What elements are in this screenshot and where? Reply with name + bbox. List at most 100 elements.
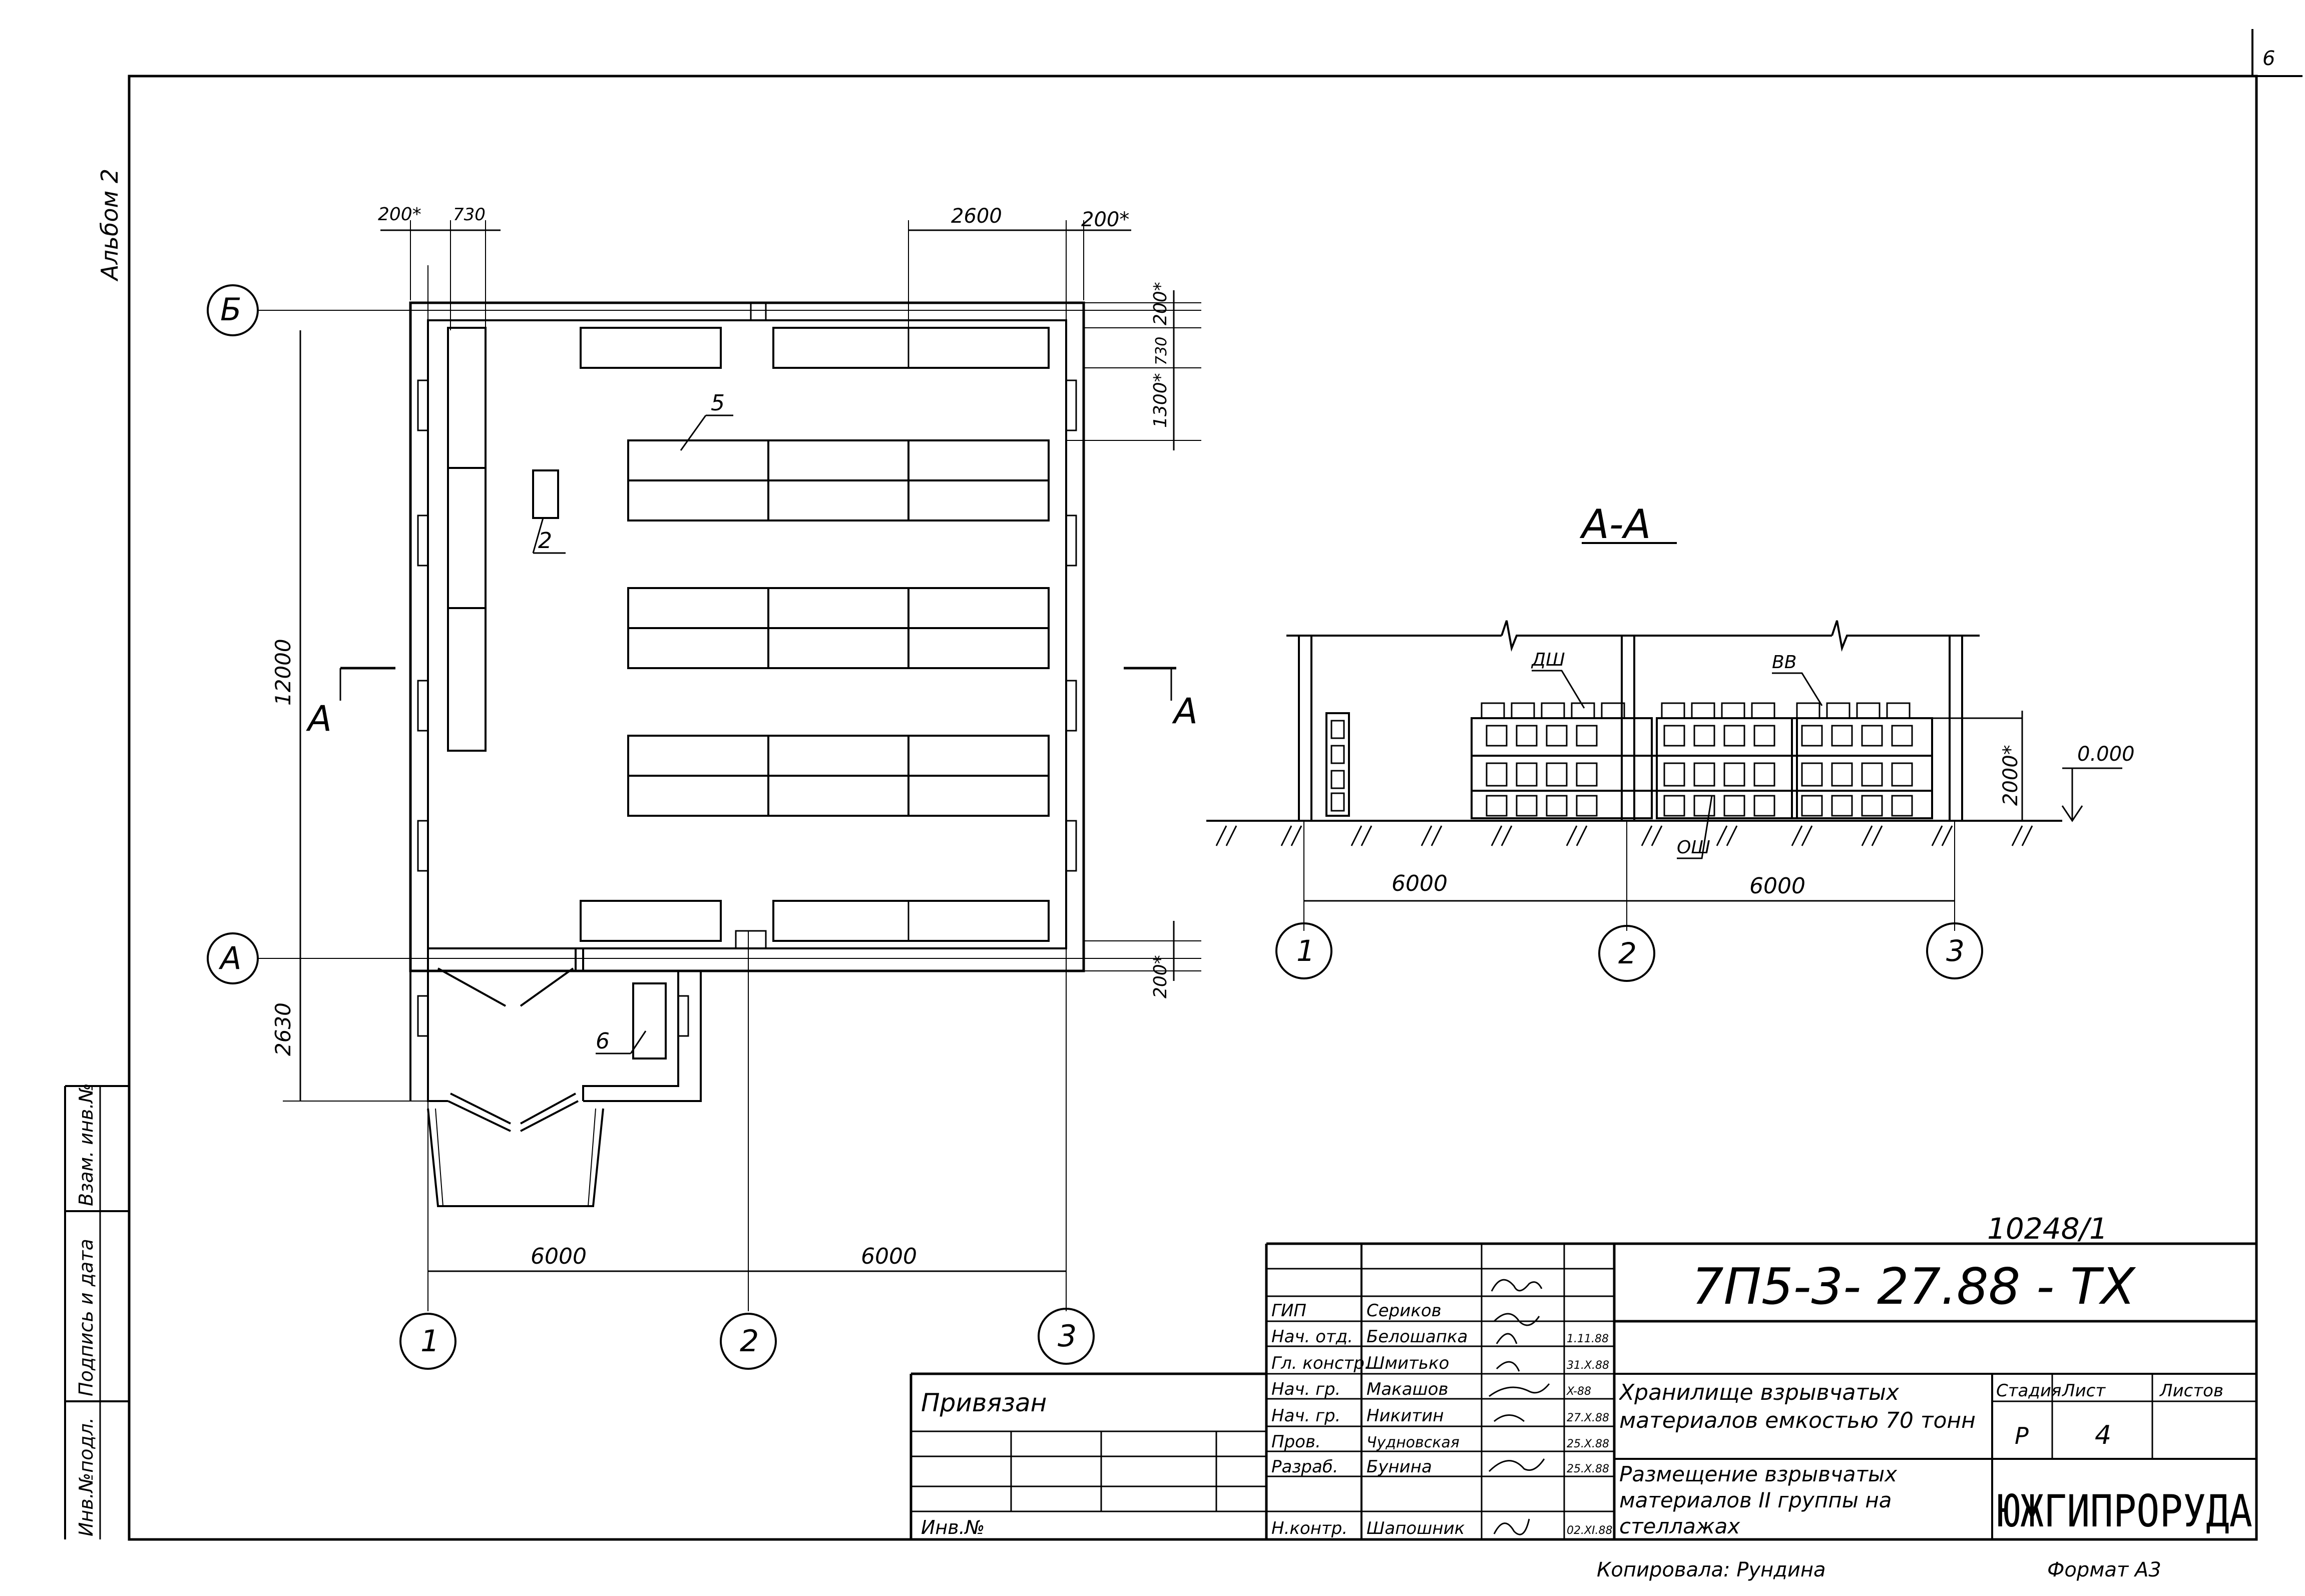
project-title: Хранилище взрывчатых материалов емкостью…	[1619, 1380, 1976, 1433]
sheets-header: Листов	[2159, 1381, 2223, 1401]
margin-label-inv: Инв.№подл.	[75, 1417, 97, 1536]
sheet-title-box: Размещение взрывчатых материалов II груп…	[1619, 1462, 1897, 1536]
plan-windows	[417, 379, 1077, 1037]
item-6	[632, 982, 667, 1059]
project-title-box: Хранилище взрывчатых материалов емкостью…	[1619, 1380, 1976, 1433]
sig-date: 27.X.88	[1567, 1412, 1609, 1424]
plan-axis-bubbles	[207, 284, 1095, 1370]
plan-axis-col-2: 2	[740, 1324, 759, 1359]
vestibule	[409, 948, 702, 1207]
sheet-header: Лист	[2061, 1381, 2106, 1401]
section-racks	[1471, 717, 1933, 819]
sig-date: 1.11.88	[1567, 1333, 1609, 1345]
section-label-vv: ВВ	[1772, 652, 1796, 673]
sig-name: Чудновская	[1366, 1434, 1460, 1451]
signature-table: ГИП Сериков Нач. отд. Белошапка 1.11.88 …	[1271, 1301, 1613, 1538]
dim-right-2: 730	[1153, 337, 1170, 365]
section-axis-bubbles	[1275, 922, 1983, 982]
section-title: А-А	[1579, 501, 1651, 548]
sig-name: Никитин	[1366, 1406, 1444, 1426]
section-mark-right: А	[1172, 691, 1198, 732]
title-block-lines	[909, 1242, 2256, 1539]
sig-name: Белошапка	[1366, 1327, 1468, 1347]
callout-2: 2	[538, 528, 552, 554]
sig-name: Шапошник	[1366, 1518, 1465, 1538]
callout-5: 5	[711, 390, 725, 416]
section-label-dsh: ДШ	[1531, 650, 1565, 670]
sig-role: Пров.	[1271, 1432, 1321, 1452]
floor-plan	[207, 220, 1201, 1370]
plan-axis-col-1: 1	[420, 1324, 439, 1359]
dim-bottom-1: 6000	[531, 1244, 587, 1269]
dim-top-right-1: 2600	[951, 205, 1002, 228]
section-dim-1: 6000	[1392, 871, 1448, 896]
section-axis-1: 1	[1296, 934, 1315, 968]
section-aa	[1206, 542, 2122, 982]
sig-name: Сериков	[1366, 1301, 1442, 1321]
sig-role: Нач. гр.	[1271, 1406, 1340, 1426]
sig-date: 31.X.88	[1567, 1359, 1609, 1372]
section-height-dim: 2000*	[1999, 745, 2022, 806]
plan-inner-wall	[427, 319, 1067, 949]
stage-header: Стадия	[1996, 1381, 2061, 1401]
sheet-frame	[64, 29, 2302, 1541]
organization-name: ЮЖГИПРОРУДА	[1997, 1485, 2252, 1537]
sig-role: Н.контр.	[1271, 1518, 1347, 1538]
sheet-title: Размещение взрывчатых материалов II груп…	[1619, 1462, 1897, 1536]
section-mark-left: А	[306, 698, 332, 739]
sig-role: Разраб.	[1271, 1457, 1338, 1477]
section-frame	[1286, 620, 1980, 821]
sig-date: 25.X.88	[1567, 1463, 1609, 1475]
document-code: 7П5-3- 27.88 - ТХ	[1692, 1257, 2136, 1316]
sig-date: 02.XI.88	[1567, 1524, 1613, 1537]
section-label-osh: ОШ	[1677, 837, 1710, 858]
section-cabinet	[1325, 712, 1350, 817]
dim-right-3: 1300*	[1150, 373, 1171, 428]
sig-role: Нач. отд.	[1271, 1327, 1353, 1347]
section-axis-lines	[1303, 821, 1955, 931]
dim-right-bottom: 200*	[1150, 955, 1171, 998]
dim-top-left-2: 730	[453, 205, 486, 225]
item-2	[532, 469, 559, 519]
sheet-value: 4	[2095, 1420, 2111, 1450]
sig-role: Нач. гр.	[1271, 1379, 1340, 1399]
sig-name: Макашов	[1366, 1379, 1449, 1399]
signature-gip	[1491, 1279, 1543, 1292]
sig-date: 25.X.88	[1567, 1438, 1609, 1450]
stage-value: Р	[2015, 1422, 2029, 1449]
dim-left-main: 12000	[271, 639, 295, 706]
format-label: Формат А3	[2047, 1558, 2161, 1581]
section-level-mark: 0.000	[2077, 743, 2135, 766]
inventory-label: Инв.№	[921, 1516, 985, 1538]
section-axis-3: 3	[1946, 934, 1965, 968]
margin-label-signature: Подпись и дата	[75, 1239, 97, 1396]
dim-top-right-2: 200*	[1081, 208, 1129, 231]
callout-6: 6	[596, 1028, 610, 1054]
album-label: Альбом 2	[96, 169, 123, 282]
left-shelf	[447, 327, 487, 752]
sig-date: X-88	[1566, 1385, 1591, 1398]
plan-axis-lines	[258, 220, 1201, 1311]
section-boxes	[1481, 702, 1913, 817]
margin-label-replace: Взам. инв.№	[75, 1083, 97, 1206]
ground-hatching	[1215, 825, 2033, 846]
sig-role: ГИП	[1271, 1301, 1306, 1321]
dim-bottom-2: 6000	[861, 1244, 917, 1269]
sig-name: Бунина	[1366, 1457, 1432, 1477]
binding-label: Привязан	[921, 1388, 1047, 1417]
sig-role: Гл. констр.	[1271, 1353, 1370, 1373]
plan-dimension-lines	[299, 229, 1175, 1272]
section-leaders	[1532, 670, 2122, 859]
middle-shelves	[627, 439, 1050, 817]
inventory-stamp: 10248/1	[1987, 1212, 2108, 1246]
dim-right-1: 200*	[1150, 282, 1171, 325]
plan-axis-col-3: 3	[1058, 1319, 1077, 1354]
sheet-corner-number: 6	[2262, 47, 2275, 70]
sig-name: Шмитько	[1366, 1353, 1449, 1373]
dim-left-vestibule: 2630	[271, 1002, 295, 1056]
section-dim-2: 6000	[1749, 873, 1805, 899]
copied-by: Копировала: Рундина	[1597, 1558, 1826, 1581]
axis-row-b: Б	[220, 291, 242, 328]
axis-row-a: А	[218, 940, 241, 976]
